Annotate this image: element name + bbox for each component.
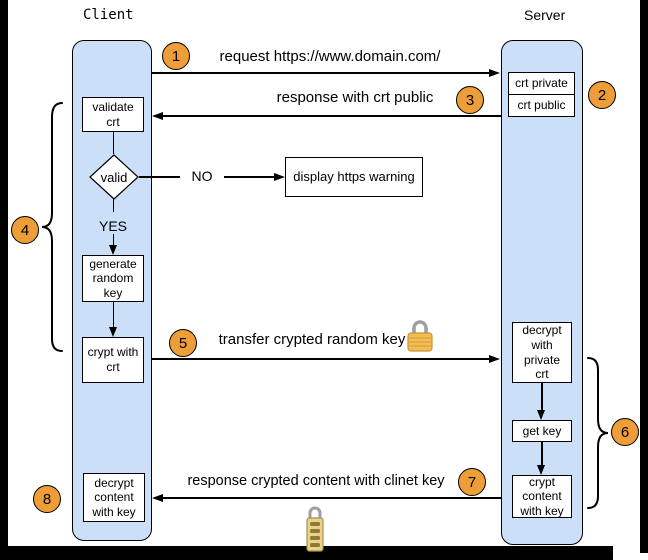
node-decrypt-with-private-crt: decrypt with private crt [512, 322, 572, 383]
node-crt-private: crt private [508, 72, 575, 95]
connector-decrypt-to-getkey-head [537, 410, 545, 420]
arrow-response-content-line [163, 497, 501, 499]
step-circle-2: 2 [588, 81, 616, 109]
node-get-key: get key [512, 420, 572, 442]
combination-padlock-icon [306, 506, 324, 552]
message-response-content-label: response crypted content with clinet key [187, 473, 445, 489]
arrow-no-head [274, 172, 285, 181]
step-circle-4: 4 [11, 216, 39, 244]
arrow-response-content-head [152, 493, 163, 502]
arrow-response-crt-head [152, 111, 163, 120]
arrow-transfer-head [489, 354, 500, 363]
decision-diamond-shape [89, 154, 139, 200]
closed-padlock-icon [407, 320, 433, 352]
frame-border-left [0, 0, 8, 560]
connector-generate-to-crypt-line [112, 302, 114, 328]
client-label: Client [83, 7, 134, 23]
connector-yes-line [112, 234, 114, 247]
node-generate-random-key: generate random key [82, 255, 144, 302]
frame-border-right [640, 0, 648, 553]
step-circle-3: 3 [456, 86, 484, 114]
connector-valid-stub [112, 199, 114, 212]
node-valid-decision: valid [100, 169, 128, 185]
connector-getkey-to-crypt-head [537, 465, 545, 475]
server-label: Server [524, 7, 566, 23]
message-transfer-key-label: transfer crypted random key [218, 331, 406, 348]
step-circle-7: 7 [458, 468, 486, 496]
connector-validate-to-valid [112, 132, 114, 154]
step-circle-8: 8 [33, 485, 61, 513]
node-decrypt-content-with-key: decrypt content with key [83, 473, 145, 522]
arrow-request-head [489, 68, 500, 77]
node-crypt-with-crt: crypt with crt [82, 337, 144, 383]
node-display-https-warning: display https warning [285, 157, 423, 197]
connector-getkey-to-crypt-line [541, 442, 543, 466]
node-crypt-content-with-key: crypt content with key [512, 475, 572, 518]
step-circle-6: 6 [611, 418, 639, 446]
node-validate-crt: validate crt [82, 97, 144, 132]
connector-generate-to-crypt-head [108, 327, 117, 337]
message-response-crt-label: response with crt public [276, 89, 434, 106]
arrow-transfer-line [152, 358, 489, 360]
node-crt-public: crt public [508, 94, 575, 117]
client-steps-brace [41, 102, 63, 352]
arrow-request-line [152, 72, 490, 74]
connector-decrypt-to-getkey-line [541, 383, 543, 411]
message-request-label: request https://www.domain.com/ [219, 48, 441, 65]
frame-border-bottom [0, 546, 613, 560]
step-circle-1: 1 [162, 42, 190, 70]
arrow-response-crt-line [163, 115, 501, 117]
step-circle-5: 5 [169, 329, 197, 357]
branch-yes-label: YES [98, 218, 127, 234]
branch-no-label: NO [180, 168, 224, 184]
connector-yes-head [108, 245, 117, 255]
server-steps-brace [587, 357, 609, 509]
